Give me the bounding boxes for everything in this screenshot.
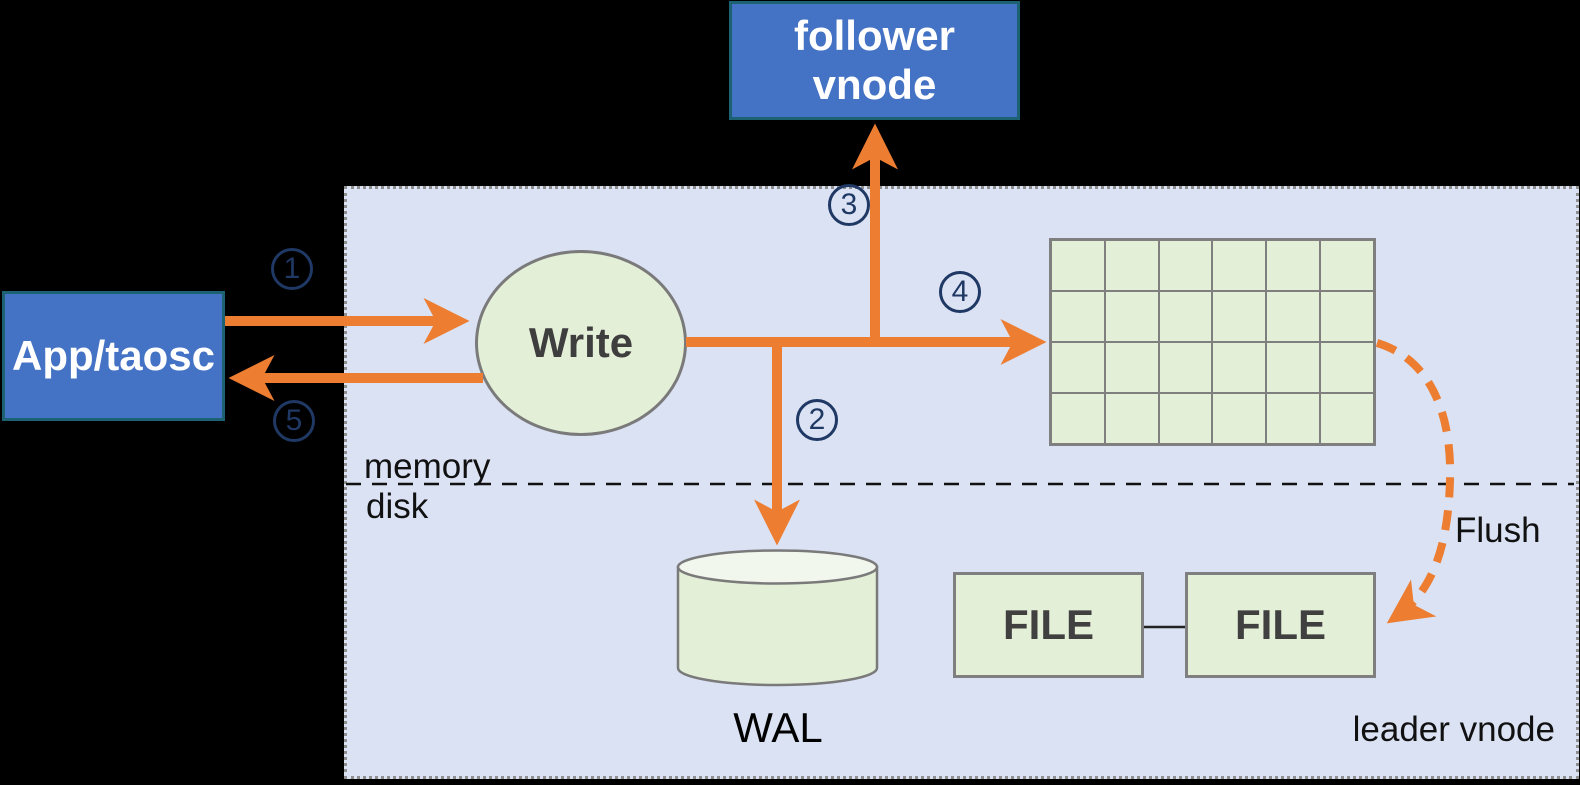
memtable-cell xyxy=(1212,240,1267,291)
memtable-cell xyxy=(1051,291,1105,342)
wal-cylinder-top xyxy=(676,549,879,585)
memtable-cell xyxy=(1158,393,1213,444)
memtable-cell xyxy=(1158,291,1213,342)
memtable-cell xyxy=(1104,342,1159,393)
memtable-grid xyxy=(1049,238,1376,446)
wal-cylinder-node xyxy=(676,549,879,687)
memtable-cell xyxy=(1104,393,1159,444)
memtable-cell xyxy=(1212,393,1267,444)
memtable-cell xyxy=(1158,342,1213,393)
write-label: Write xyxy=(528,319,634,366)
app-taosc-node: App/taosc xyxy=(2,291,225,421)
memtable-cell xyxy=(1104,240,1159,291)
memtable-cell xyxy=(1158,240,1213,291)
leader-vnode-label: leader vnode xyxy=(1352,710,1555,749)
memtable-cell xyxy=(1051,240,1105,291)
memtable-cell xyxy=(1320,240,1374,291)
memtable-cell xyxy=(1320,393,1374,444)
memtable-cell xyxy=(1104,291,1159,342)
step-badge-4: 4 xyxy=(939,271,981,313)
wal-cylinder-body xyxy=(676,565,879,687)
memtable-cell xyxy=(1051,393,1105,444)
memtable-cell xyxy=(1320,342,1374,393)
step-badge-5: 5 xyxy=(273,400,315,442)
write-node: Write xyxy=(475,250,687,436)
memtable-cell xyxy=(1266,342,1321,393)
memtable-cell xyxy=(1212,342,1267,393)
app-taosc-label: App/taosc xyxy=(11,332,216,379)
file-node-1: FILE xyxy=(953,572,1144,678)
step-badge-1: 1 xyxy=(271,248,313,290)
memory-label: memory xyxy=(364,447,491,486)
memtable-cell xyxy=(1212,291,1267,342)
memtable-cell xyxy=(1266,291,1321,342)
memtable-cell xyxy=(1051,342,1105,393)
follower-vnode-node: follower vnode xyxy=(729,1,1020,120)
follower-vnode-label: follower vnode xyxy=(793,12,955,108)
wal-label: WAL xyxy=(733,704,823,751)
flush-label: Flush xyxy=(1455,511,1541,550)
step-badge-3: 3 xyxy=(828,184,870,226)
file-node-1-label: FILE xyxy=(1003,601,1094,648)
step-badge-2: 2 xyxy=(796,399,838,441)
file-node-2: FILE xyxy=(1185,572,1376,678)
disk-label: disk xyxy=(366,487,429,526)
flush-dashed-arrow xyxy=(1375,339,1455,624)
memtable-cell xyxy=(1266,393,1321,444)
memtable-cell xyxy=(1320,291,1374,342)
file-node-2-label: FILE xyxy=(1235,601,1326,648)
memtable-cell xyxy=(1266,240,1321,291)
